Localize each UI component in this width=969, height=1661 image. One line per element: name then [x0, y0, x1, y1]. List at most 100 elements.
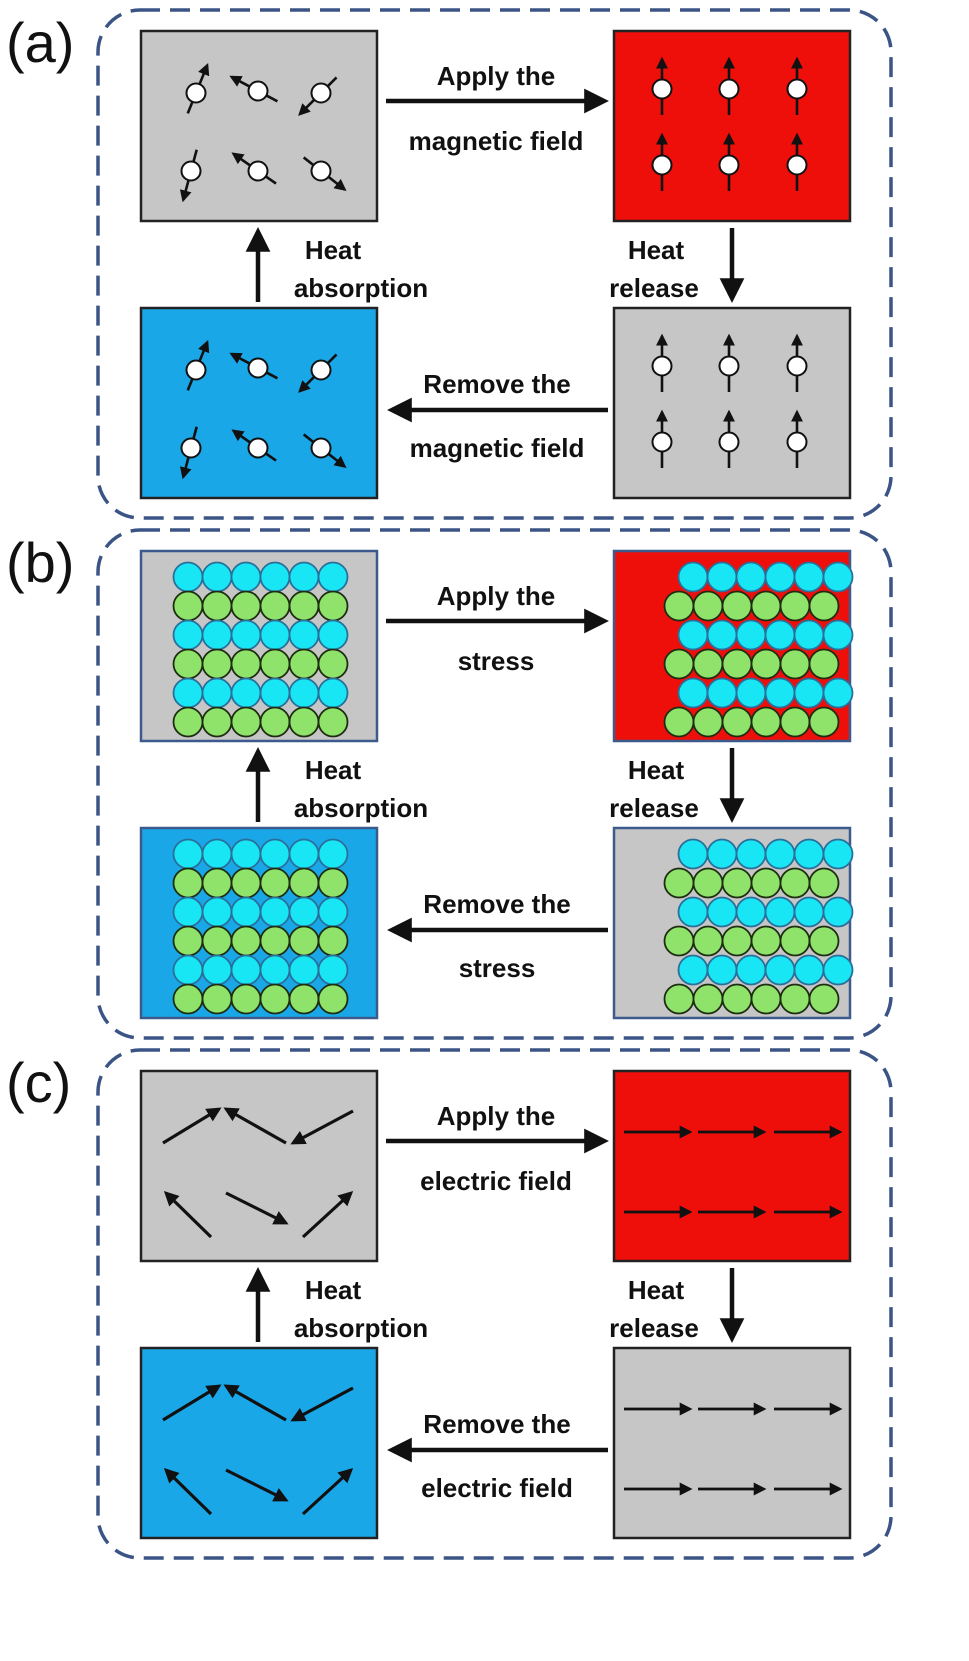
spin-box-spin-5 [231, 429, 277, 462]
lattice-box-atom-r6-c4 [259, 706, 291, 738]
dipole-box-dipole-1 [162, 1384, 222, 1422]
heat-release-label-line-2: release [609, 1313, 699, 1343]
lattice-box-atom-r2-c3 [721, 590, 753, 622]
lattice-box-atom-r6-c1 [663, 706, 695, 738]
lattice-box-atom-r3-c2 [706, 619, 738, 651]
lattice-box-atom-r4-c5 [779, 925, 811, 957]
lattice-box-atom-r6-c3 [721, 983, 753, 1015]
lattice-box-atom-r2-c6 [808, 867, 840, 899]
state-box-bottom-left [139, 306, 379, 500]
lattice-box-atom-r5-c5 [288, 677, 320, 709]
state-box-top-right [612, 29, 852, 223]
lattice-box-atom-r6-c6 [317, 983, 349, 1015]
state-box-fill [612, 1346, 852, 1540]
lattice-box-atom-r5-c4 [259, 677, 291, 709]
lattice-box-atom-r3-c3 [735, 896, 767, 928]
state-box-bottom-left [139, 826, 379, 1020]
lattice-box-atom-r1-c4 [764, 838, 796, 870]
spin-ball [718, 431, 740, 453]
lattice-box-atom-r5-c6 [317, 954, 349, 986]
spin-ball [651, 154, 673, 176]
lattice-box-atom-r5-c3 [230, 954, 262, 986]
lattice-box-atom-r2-c1 [172, 867, 204, 899]
lattice-box-atom-r1-c2 [706, 561, 738, 593]
spin-ball [180, 160, 202, 182]
lattice-box-atom-r1-c5 [793, 561, 825, 593]
lattice-box-atom-r4-c2 [692, 925, 724, 957]
spin-ball [786, 431, 808, 453]
lattice-box-atom-r3-c5 [793, 896, 825, 928]
lattice-box-atom-r5-c4 [764, 677, 796, 709]
spin-ball [247, 437, 269, 459]
lattice-box-atom-r1-c1 [172, 561, 204, 593]
lattice-box-atom-r1-c6 [317, 838, 349, 870]
lattice-box-atom-r4-c5 [288, 925, 320, 957]
lattice-box-atom-r3-c5 [793, 619, 825, 651]
lattice-box-atom-r6-c5 [779, 983, 811, 1015]
spin-box-spin-5 [786, 56, 808, 115]
dipole-box-dipole-4 [163, 1467, 213, 1516]
dipole-box-dipole-5 [225, 1468, 289, 1502]
spin-box-spin-3 [298, 353, 338, 393]
spin-box-spin-6 [786, 409, 808, 468]
lattice-box-atom-r1-c4 [259, 838, 291, 870]
heat-release-label-line-1: Heat [628, 755, 685, 785]
state-box-fill [139, 29, 379, 223]
panel-label: (a) [6, 11, 74, 74]
lattice-box-atom-r1-c4 [259, 561, 291, 593]
lattice-box-atom-r3-c2 [201, 619, 233, 651]
lattice-box-atom-r2-c3 [230, 590, 262, 622]
dashed-frame [96, 528, 893, 1040]
state-box-fill [139, 1069, 379, 1263]
heat-absorption-label-line-2: absorption [294, 273, 428, 303]
apply-label-line-1: Apply the [437, 581, 555, 611]
spin-box-spin-2 [651, 132, 673, 191]
lattice-box-atom-r2-c6 [317, 590, 349, 622]
lattice-box-atom-r6-c4 [750, 706, 782, 738]
spin-ball [185, 82, 207, 104]
lattice-box-atom-r4-c4 [750, 648, 782, 680]
lattice-box-atom-r6-c4 [750, 983, 782, 1015]
lattice-box-atom-r3-c1 [172, 619, 204, 651]
lattice-box-atom-r6-c3 [230, 983, 262, 1015]
apply-label-line-2: stress [458, 646, 535, 676]
lattice-box-atom-r5-c6 [822, 954, 854, 986]
remove-label-line-2: electric field [421, 1473, 573, 1503]
spin-ball [247, 80, 269, 102]
state-box-top-left [139, 1069, 379, 1263]
lattice-box-atom-r1-c5 [793, 838, 825, 870]
state-box-fill [612, 306, 852, 500]
state-box-top-right [612, 1069, 852, 1263]
lattice-box-atom-r3-c3 [735, 619, 767, 651]
state-box-bottom-right [612, 1346, 852, 1540]
spin-box-spin-5 [786, 333, 808, 392]
lattice-box-atom-r6-c4 [259, 983, 291, 1015]
spin-ball [718, 78, 740, 100]
lattice-box-atom-r6-c6 [317, 706, 349, 738]
spin-box-spin-4 [179, 426, 202, 480]
lattice-box-atom-r6-c6 [808, 983, 840, 1015]
lattice-box-atom-r6-c2 [201, 983, 233, 1015]
dipole-box-dipole-6 [301, 1468, 354, 1516]
lattice-box-atom-r4-c5 [779, 648, 811, 680]
spin-ball [786, 154, 808, 176]
lattice-box-atom-r3-c6 [822, 619, 854, 651]
lattice-box-atom-r1-c4 [764, 561, 796, 593]
lattice-box-atom-r4-c2 [201, 648, 233, 680]
lattice-box-atom-r5-c6 [822, 677, 854, 709]
lattice-box-atom-r1-c1 [677, 838, 709, 870]
heat-absorption-label-line-1: Heat [305, 235, 362, 265]
lattice-box-atom-r5-c2 [201, 954, 233, 986]
lattice-box-atom-r1-c1 [172, 838, 204, 870]
lattice-box-atom-r4-c3 [230, 925, 262, 957]
lattice-box-atom-r4-c4 [259, 648, 291, 680]
spin-box-spin-2 [651, 409, 673, 468]
state-box-bottom-left [139, 1346, 379, 1540]
lattice-box-atom-r6-c5 [779, 706, 811, 738]
lattice-box-atom-r1-c5 [288, 838, 320, 870]
remove-label-line-1: Remove the [423, 1409, 570, 1439]
lattice-box-atom-r3-c1 [677, 619, 709, 651]
lattice-box-atom-r4-c1 [663, 925, 695, 957]
